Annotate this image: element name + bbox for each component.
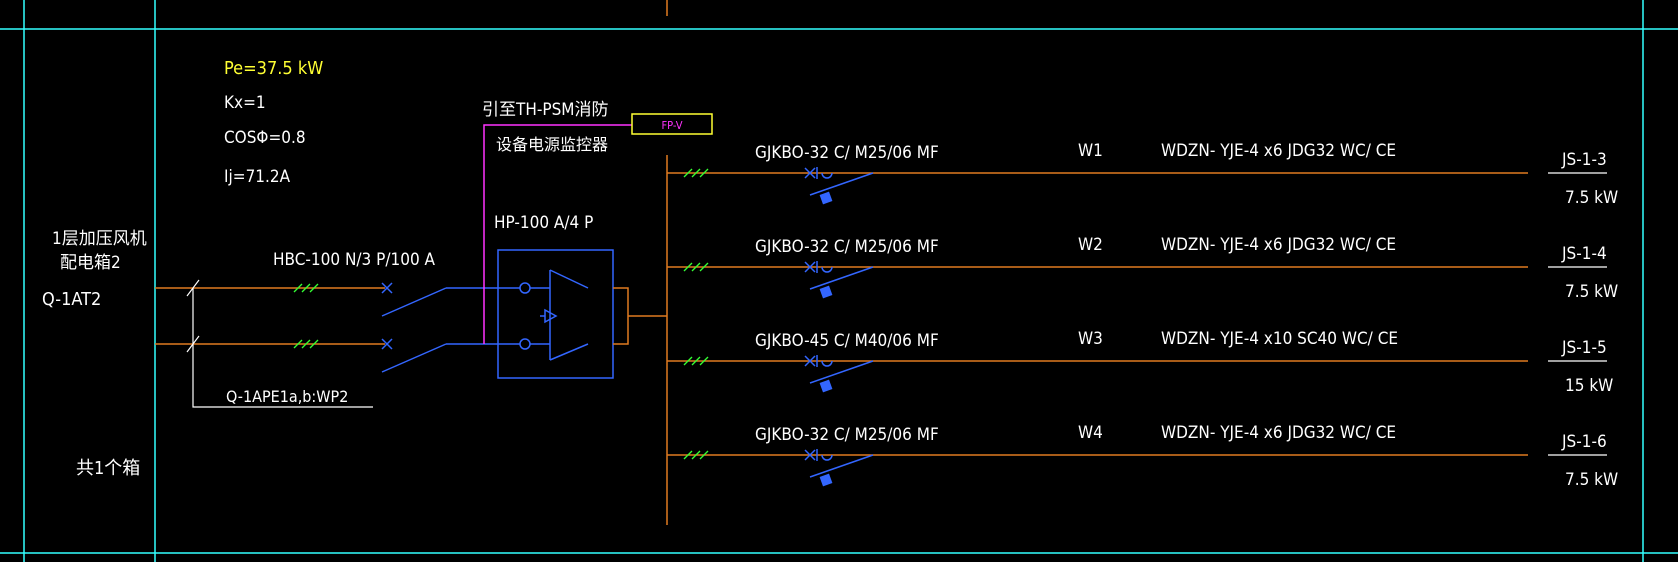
monitor-box xyxy=(631,113,713,135)
ats-label: HP-100 A/4 P xyxy=(494,213,593,233)
ij-value: Ij=71.2A xyxy=(224,167,291,187)
circuit-hatch xyxy=(683,450,709,460)
circuit-hatch xyxy=(683,356,709,366)
circuit-id: W2 xyxy=(1078,235,1103,255)
circuit-breaker-label: GJKBO-45 C/ M40/06 MF xyxy=(755,331,939,351)
load-power: 7.5 kW xyxy=(1565,470,1618,490)
ats-switch: HP-100 A/4 P xyxy=(494,213,667,379)
cos-value: COSΦ=0.8 xyxy=(224,128,306,148)
circuit-breaker-symbol xyxy=(804,261,874,299)
incoming-breaker-label: HBC-100 N/3 P/100 A xyxy=(273,250,436,270)
panel-code: Q-1AT2 xyxy=(42,289,101,310)
circuit-breaker-symbol xyxy=(804,449,874,487)
panel-count: 共1个箱 xyxy=(76,458,140,479)
circuit-id: W1 xyxy=(1078,141,1103,161)
load-id: JS-1-6 xyxy=(1561,432,1607,452)
circuit-4: GJKBO-32 C/ M25/06 MF W4 WDZN- YJE-4 x6 JD… xyxy=(667,423,1618,490)
monitor-box-label: FP-V xyxy=(661,119,682,132)
panel-name-line1: 1层加压风机 xyxy=(52,229,147,249)
circuit-cable-spec: WDZN- YJE-4 x6 JDG32 WC/ CE xyxy=(1161,235,1396,255)
circuit-breaker-symbol xyxy=(804,355,874,393)
circuit-id: W3 xyxy=(1078,329,1103,349)
incoming-feeders: Q-1APE1a,b:WP2 HBC-100 N/3 P/100 A xyxy=(155,250,520,408)
incoming-hatch-b xyxy=(293,339,319,349)
load-id: JS-1-3 xyxy=(1561,150,1607,170)
panel-name-line2: 配电箱2 xyxy=(60,253,121,273)
load-power: 15 kW xyxy=(1565,376,1613,396)
load-power: 7.5 kW xyxy=(1565,282,1618,302)
source-label: Q-1APE1a,b:WP2 xyxy=(226,387,348,406)
circuit-1: GJKBO-32 C/ M25/06 MF W1 WDZN- YJE-4 x6 JD… xyxy=(667,141,1618,208)
monitor-wire xyxy=(483,124,632,344)
circuit-hatch xyxy=(683,262,709,272)
circuit-breaker-symbol xyxy=(804,167,874,205)
circuit-cable-spec: WDZN- YJE-4 x10 SC40 WC/ CE xyxy=(1161,329,1398,349)
incoming-hatch-a xyxy=(293,283,319,293)
circuit-breaker-label: GJKBO-32 C/ M25/06 MF xyxy=(755,237,939,257)
circuit-breaker-label: GJKBO-32 C/ M25/06 MF xyxy=(755,425,939,445)
circuit-cable-spec: WDZN- YJE-4 x6 JDG32 WC/ CE xyxy=(1161,141,1396,161)
circuit-2: GJKBO-32 C/ M25/06 MF W2 WDZN- YJE-4 x6 JD… xyxy=(667,235,1618,302)
ats-output xyxy=(613,287,629,345)
circuit-3: GJKBO-45 C/ M40/06 MF W3 WDZN- YJE-4 x10 S… xyxy=(667,329,1613,396)
kx-value: Kx=1 xyxy=(224,93,266,113)
load-id: JS-1-5 xyxy=(1561,338,1607,358)
circuit-breaker-label: GJKBO-32 C/ M25/06 MF xyxy=(755,143,939,163)
source-bracket xyxy=(192,288,373,408)
monitor-line2: 设备电源监控器 xyxy=(496,135,608,154)
load-parameters: Pe=37.5 kW Kx=1 COSΦ=0.8 Ij=71.2A xyxy=(224,58,323,187)
load-id: JS-1-4 xyxy=(1561,244,1607,264)
ats-box xyxy=(497,249,614,379)
circuit-hatch xyxy=(683,168,709,178)
monitor-line1: 引至TH-PSM消防 xyxy=(482,100,609,120)
pe-value: Pe=37.5 kW xyxy=(224,58,323,79)
load-power: 7.5 kW xyxy=(1565,188,1618,208)
circuit-cable-spec: WDZN- YJE-4 x6 JDG32 WC/ CE xyxy=(1161,423,1396,443)
panel-info: 1层加压风机 配电箱2 Q-1AT2 共1个箱 xyxy=(42,229,147,479)
fire-monitor-link: 引至TH-PSM消防 设备电源监控器 FP-V xyxy=(482,100,713,344)
incoming-breaker-contacts xyxy=(381,282,520,373)
circuit-id: W4 xyxy=(1078,423,1103,443)
